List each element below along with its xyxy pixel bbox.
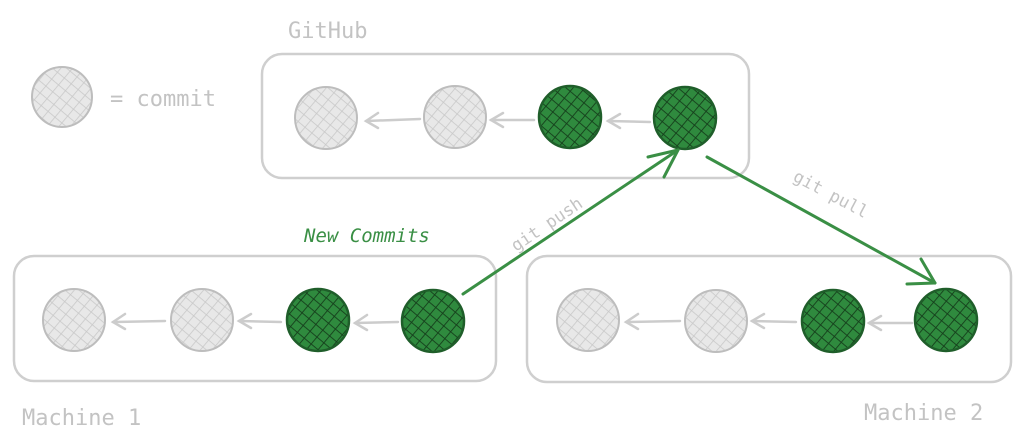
git-push-arrow [461, 148, 680, 296]
machine2-commit-1 [556, 288, 620, 352]
new-commits-label: New Commits [303, 225, 430, 247]
machine2-links [623, 312, 914, 332]
git-pull-label: git pull [790, 167, 872, 223]
github-commit-3 [537, 84, 603, 150]
machine2-group: Machine 2 [525, 254, 1013, 426]
machine1-group: Machine 1 [12, 254, 498, 431]
legend-commit-icon [31, 66, 93, 128]
machine2-commit-4 [913, 287, 979, 353]
machine2-commit-3 [800, 288, 866, 354]
machine2-box [525, 254, 1013, 384]
legend-label: = commit [110, 87, 216, 112]
github-commit-2 [423, 85, 487, 149]
github-links [363, 111, 652, 130]
machine1-commit-3 [285, 287, 351, 353]
machine1-commit-4 [400, 288, 466, 354]
machine2-label: Machine 2 [864, 401, 983, 426]
github-commit-4 [652, 85, 718, 151]
git-pull-arrow [705, 155, 937, 286]
machine1-commit-1 [42, 288, 106, 352]
github-commit-1 [294, 86, 358, 150]
git-push-label: git push [508, 194, 587, 256]
legend: = commit [31, 66, 216, 128]
machine2-commit-2 [684, 289, 748, 353]
github-label: GitHub [288, 19, 367, 44]
machine1-links [110, 312, 400, 332]
github-box [260, 52, 751, 180]
github-group: GitHub [260, 19, 751, 180]
machine1-label: Machine 1 [22, 406, 141, 431]
machine1-commit-2 [170, 288, 234, 352]
machine1-box [12, 254, 498, 383]
